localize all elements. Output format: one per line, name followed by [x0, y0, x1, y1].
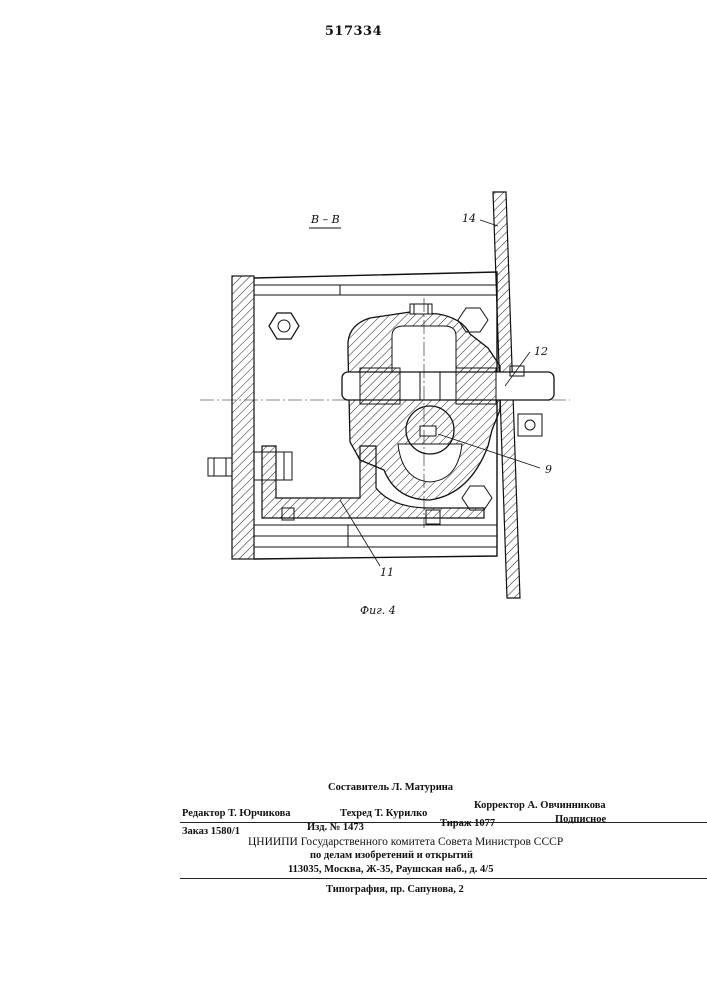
callout-14: 14 — [462, 212, 476, 225]
figure-caption: Фиг. 4 — [360, 604, 396, 617]
callout-9: 9 — [545, 463, 552, 476]
callout-12: 12 — [534, 345, 548, 358]
section-label: В – В — [310, 213, 340, 226]
hex-bolt — [269, 313, 299, 339]
left-wall — [232, 276, 254, 559]
callout-11: 11 — [380, 566, 394, 579]
